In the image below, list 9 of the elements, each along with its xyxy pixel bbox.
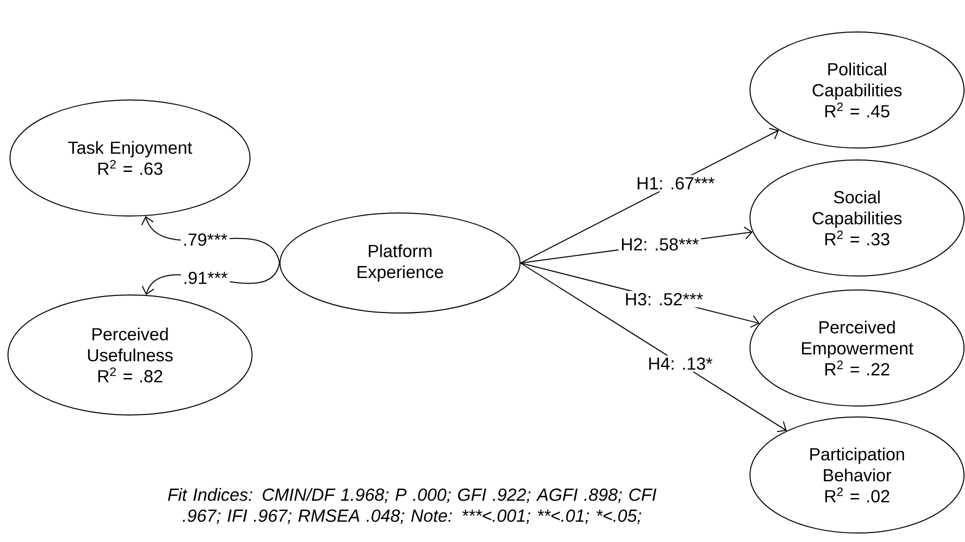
edge-label: H1: .67*** — [634, 175, 717, 192]
edge-label: H2: .58*** — [618, 236, 702, 253]
arrow — [520, 128, 779, 264]
arrow — [520, 262, 787, 432]
caption: Fit Indices: CMIN/DF 1.968; P .000; GFI .922; AGFI .898; CFI .967; IFI .967; RMSEA .048; Note: ***<.001; **<.01; *<.05; — [168, 488, 656, 524]
edge-label: H4: .13* — [646, 355, 715, 372]
edge-label: .91*** — [181, 270, 230, 286]
edge-label: H3: .52*** — [622, 291, 706, 308]
edge-label: .79*** — [180, 231, 230, 248]
